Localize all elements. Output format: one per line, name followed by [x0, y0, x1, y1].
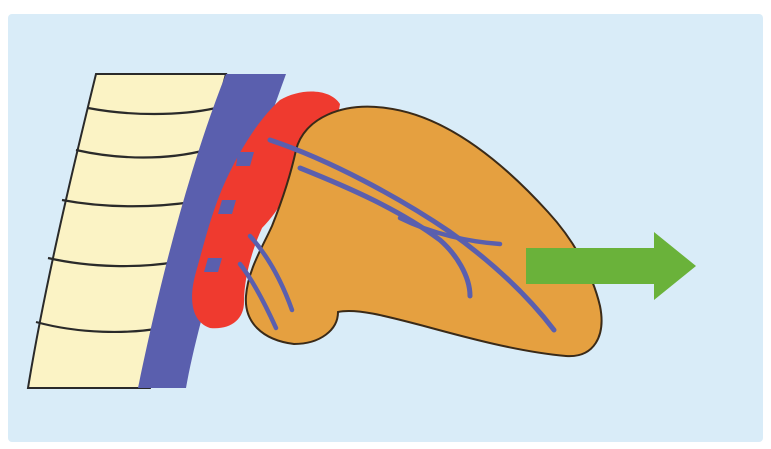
diagram-canvas: [0, 0, 771, 449]
anatomical-diagram: [0, 0, 771, 449]
